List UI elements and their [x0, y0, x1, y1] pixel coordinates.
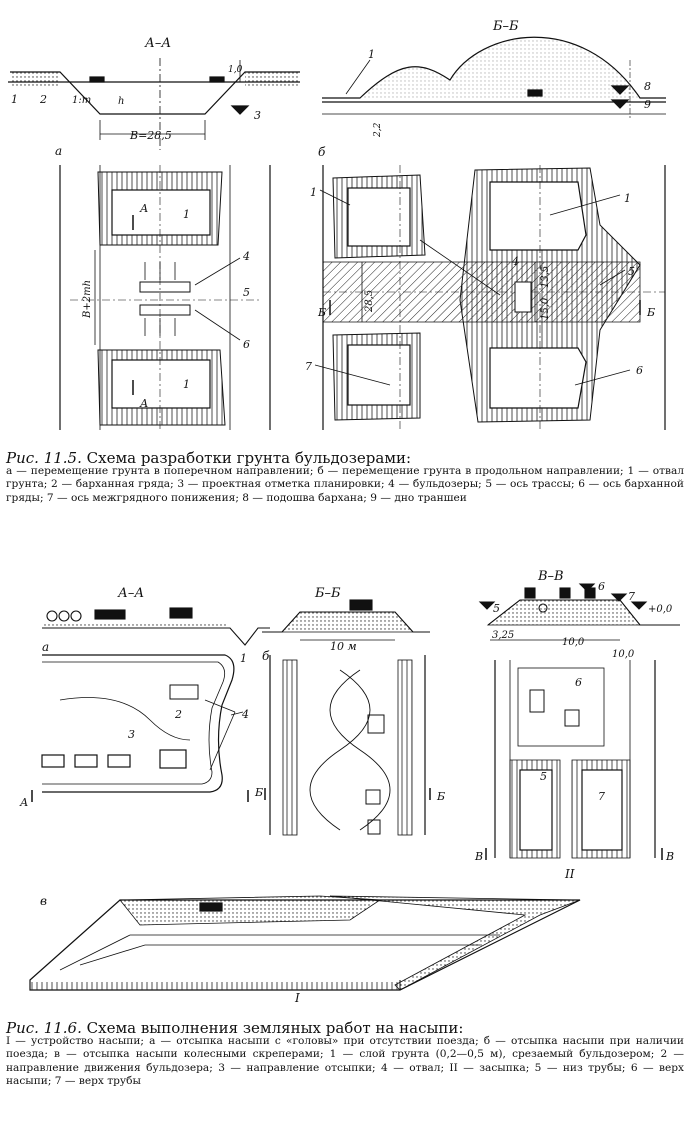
fig6-dim-10-0b: 10,0 — [612, 649, 635, 660]
fig6-plan-mark-b1: Б — [254, 786, 263, 799]
fig5-width-label: B=28,5 — [129, 129, 172, 142]
fig5-plan-mark-a1: А — [139, 202, 148, 215]
fig6-sub-v: в — [40, 894, 47, 908]
fig5-dim-15-0: 15,0 — [540, 297, 551, 320]
fig6-plan2-num-7: 7 — [598, 790, 605, 803]
fig5-h-label: h — [118, 96, 124, 107]
fig6-roman-2: II — [564, 867, 575, 881]
fig5-planb-num-4: 4 — [511, 255, 519, 268]
fig5-plan-num-1b: 1 — [183, 378, 190, 391]
fig5-section-aa — [8, 58, 300, 150]
fig6-plan-num-2: 2 — [174, 708, 182, 721]
fig6-dim-10-0a: 10,0 — [562, 637, 585, 648]
fig6-section-aa — [42, 607, 270, 646]
fig5-slope-label: 1:m — [72, 95, 91, 106]
fig5-caption-number: Рис. 11.5. — [6, 449, 82, 467]
fig6-perspective-1 — [29, 895, 581, 991]
fig6-plan2-num-5: 5 — [540, 770, 547, 783]
fig5-plan-num-4: 4 — [242, 250, 250, 263]
fig5-caption-title: Схема разработки грунта бульдозерами: — [86, 449, 412, 467]
fig5-num-1a: 1 — [11, 93, 18, 106]
fig6-plan-mark-a1: А — [19, 796, 28, 809]
fig5-num-8: 8 — [644, 80, 651, 93]
fig6-planb-mark-b2: Б — [436, 790, 445, 803]
fig6-plan2-mark-v2: В — [665, 850, 674, 863]
fig6-section-bb — [262, 599, 430, 641]
fig5-planb-num-1a: 1 — [310, 186, 317, 199]
fig5-num-1b: 1 — [368, 48, 375, 61]
fig5-dim-1-0: 1,0 — [228, 65, 243, 75]
fig6-sec-bb-label: Б–Б — [314, 586, 341, 601]
fig5-plan-b — [314, 165, 666, 430]
fig6-caption-text: I — устройство насыпи; а — отсыпка насып… — [6, 1035, 684, 1087]
fig5-caption: Рис. 11.5. Схема разработки грунта бульд… — [6, 449, 684, 505]
fig6-plan-2 — [485, 660, 663, 860]
fig6-sec-vv-label: В–В — [537, 569, 564, 584]
fig6-plan-a — [31, 654, 249, 802]
fig6-plan-num-3: 3 — [128, 728, 135, 741]
fig5-plan-num-5: 5 — [243, 286, 250, 299]
fig5-dim-2-2: 2,2 — [373, 122, 383, 138]
fig5-sec-aa-label: А–А — [144, 36, 171, 51]
fig6-plan2-mark-v1: В — [474, 850, 483, 863]
fig5-plan-num-1a: 1 — [183, 208, 190, 221]
fig6-section-vv — [478, 583, 680, 641]
fig6-vv-num-6: 6 — [598, 580, 605, 593]
fig5-planb-num-1b: 1 — [624, 192, 631, 205]
fig5-sub-b: б — [318, 145, 326, 159]
fig5-planb-num-7: 7 — [305, 360, 312, 373]
fig5-num-3: 3 — [254, 109, 261, 122]
fig6-sub-b: б — [262, 649, 270, 663]
fig5-section-bb — [322, 36, 666, 120]
fig5-plan-width: B+2mh — [82, 280, 93, 319]
fig6-dim-3-25: 3,25 — [492, 630, 514, 641]
fig6-plan2-num-6: 6 — [575, 676, 582, 689]
fig5-planb-num-5: 5 — [628, 265, 635, 278]
fig6-caption-number: Рис. 11.6. — [6, 1019, 82, 1037]
fig5-plan-a — [59, 165, 271, 430]
fig6-vv-num-7: 7 — [628, 590, 635, 603]
fig5-caption-text: а — перемещение грунта в поперечном напр… — [6, 465, 684, 504]
fig6-roman-1: I — [294, 991, 300, 1005]
fig6-plan-num-1: 1 — [240, 652, 247, 665]
fig5-planb-num-6: 6 — [636, 364, 643, 377]
fig5-sec-bb-label: Б–Б — [492, 19, 519, 34]
fig6-plan-num-4: 4 — [241, 708, 249, 721]
fig6-dim-10m: 10 м — [330, 640, 357, 653]
fig6-plus-0: +0,0 — [648, 604, 673, 615]
fig5-planb-mark-b1: Б — [317, 306, 326, 319]
fig5-dim-13-5: 13,5 — [540, 266, 551, 288]
fig6-vv-num-5: 5 — [493, 602, 500, 615]
fig6-plan-b — [264, 655, 431, 836]
fig5-dim-28-5: 28,5 — [364, 290, 375, 313]
fig6-caption: Рис. 11.6. Схема выполнения земляных раб… — [6, 1019, 684, 1088]
fig5-plan-num-6: 6 — [243, 338, 250, 351]
fig5-planb-mark-b2: Б — [646, 306, 655, 319]
fig6-sec-aa-label: А–А — [117, 586, 144, 601]
fig5-num-2: 2 — [39, 93, 47, 106]
fig5-plan-mark-a2: А — [139, 397, 148, 410]
fig6-sub-a: а — [42, 640, 49, 654]
fig5-num-9: 9 — [644, 98, 651, 111]
fig5-sub-a: а — [55, 144, 62, 158]
fig6-caption-title: Схема выполнения земляных работ на насып… — [86, 1019, 464, 1037]
